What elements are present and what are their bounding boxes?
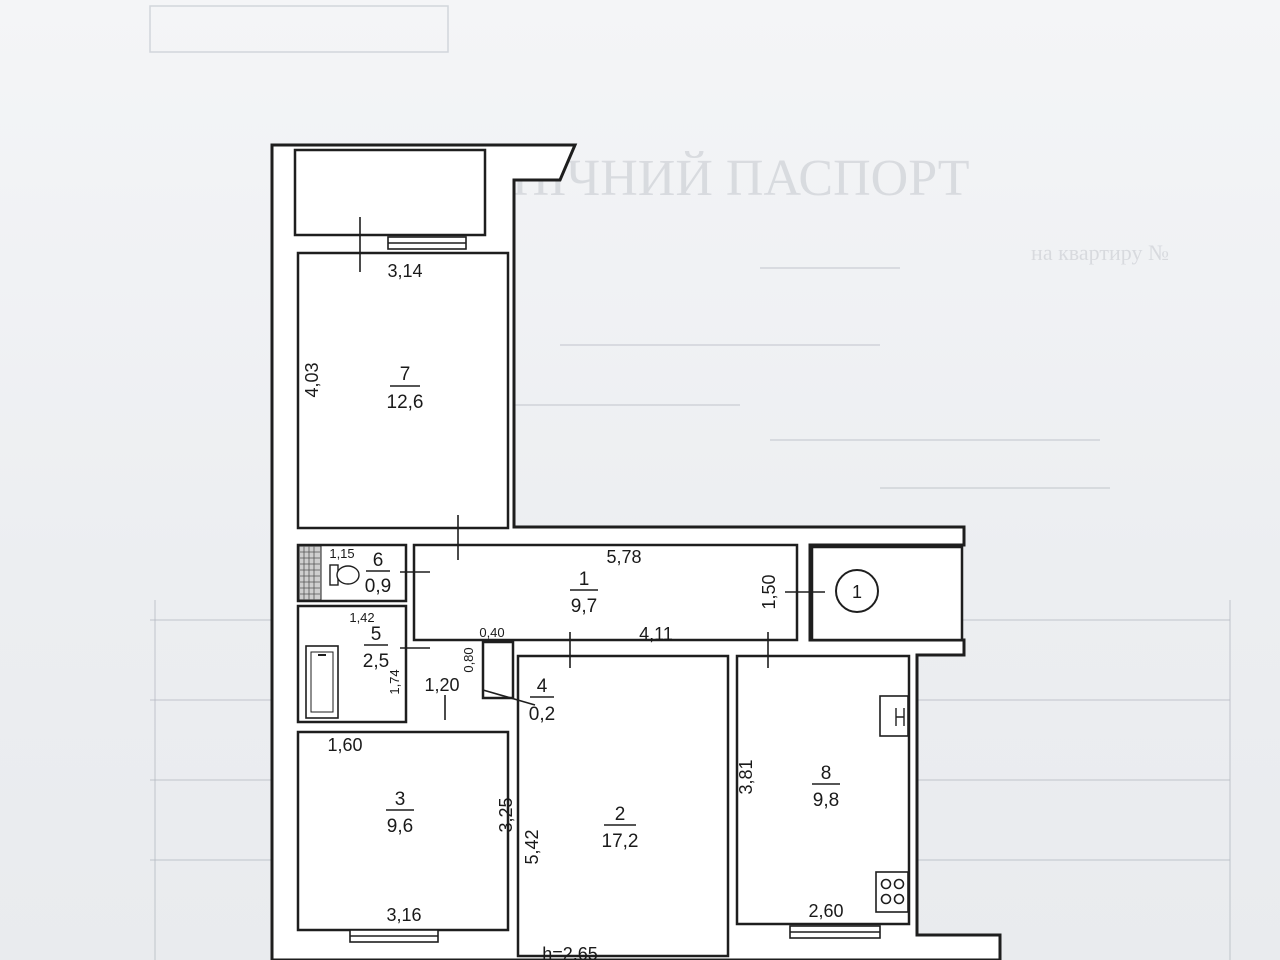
room-7-area: 12,6	[387, 392, 424, 413]
stove-burner	[893, 893, 905, 905]
room-5-area: 2,5	[363, 651, 389, 672]
bathtub-inner	[310, 651, 334, 713]
dim-5-42: 5,42	[522, 829, 542, 864]
dim-3-25: 3,25	[496, 797, 516, 832]
toilet-icon	[336, 565, 360, 585]
dim-5-78: 5,78	[606, 547, 641, 567]
balcony	[293, 148, 487, 237]
stove-burner	[893, 878, 905, 890]
dim-3-16: 3,16	[386, 905, 421, 925]
entrance-circle	[835, 569, 879, 613]
ceiling-height: h=2,65	[542, 944, 598, 960]
dimension-labels: 3,14 4,03 1,15 5,78 1,50 1,42 0,40 4,11 …	[302, 261, 844, 925]
windows	[349, 236, 881, 943]
stove-burner	[880, 878, 892, 890]
room-2-number: 2	[615, 804, 626, 825]
room-2	[516, 654, 730, 958]
room-4-leader	[482, 689, 536, 706]
ghost-line: на квартиру №	[1031, 240, 1169, 265]
dim-0-80: 0,80	[461, 647, 476, 672]
fixtures	[298, 545, 909, 913]
room-labels: 7 12,6 6 0,9 5 2,5 1 9,7 4 0,2 3 9,6 2 1…	[363, 364, 840, 852]
dim-1-50: 1,50	[759, 574, 779, 609]
dim-3-14: 3,14	[387, 261, 422, 281]
room-3-area: 9,6	[387, 816, 413, 837]
room-6-number: 6	[373, 550, 384, 571]
room-4-number: 4	[537, 676, 548, 697]
form-stamp-box	[149, 5, 449, 53]
stove-icon	[875, 871, 909, 913]
room-8-area: 9,8	[813, 790, 839, 811]
dim-0-40: 0,40	[479, 625, 504, 640]
door-marks	[359, 217, 825, 720]
dim-1-15: 1,15	[329, 546, 354, 561]
dim-1-74: 1,74	[387, 669, 402, 694]
dim-1-20: 1,20	[424, 675, 459, 695]
shaft-hatch	[300, 546, 320, 600]
dim-3-81: 3,81	[736, 759, 756, 794]
room-2-area: 17,2	[602, 831, 639, 852]
room-1	[412, 543, 799, 642]
ventilation-shaft	[298, 545, 322, 601]
sink-mark	[895, 708, 905, 726]
dim-2-60: 2,60	[808, 901, 843, 921]
room-4-area: 0,2	[529, 704, 555, 725]
entrance-marker: 1	[835, 569, 879, 613]
room-8-number: 8	[821, 763, 832, 784]
room-4	[481, 640, 515, 700]
dim-4-11: 4,11	[639, 624, 673, 644]
entrance-number: 1	[852, 582, 862, 602]
room-1-area: 9,7	[571, 596, 597, 617]
dim-4-03: 4,03	[302, 362, 322, 397]
room-7-number: 7	[400, 364, 411, 385]
stove-burner	[880, 893, 892, 905]
room-6-area: 0,9	[365, 576, 391, 597]
room-5-number: 5	[371, 624, 382, 645]
dim-1-42: 1,42	[349, 610, 374, 625]
room-7	[296, 251, 510, 530]
room-3-number: 3	[395, 789, 406, 810]
room-1-number: 1	[579, 569, 590, 590]
entrance-vestibule	[810, 545, 964, 642]
dim-1-60: 1,60	[327, 735, 362, 755]
